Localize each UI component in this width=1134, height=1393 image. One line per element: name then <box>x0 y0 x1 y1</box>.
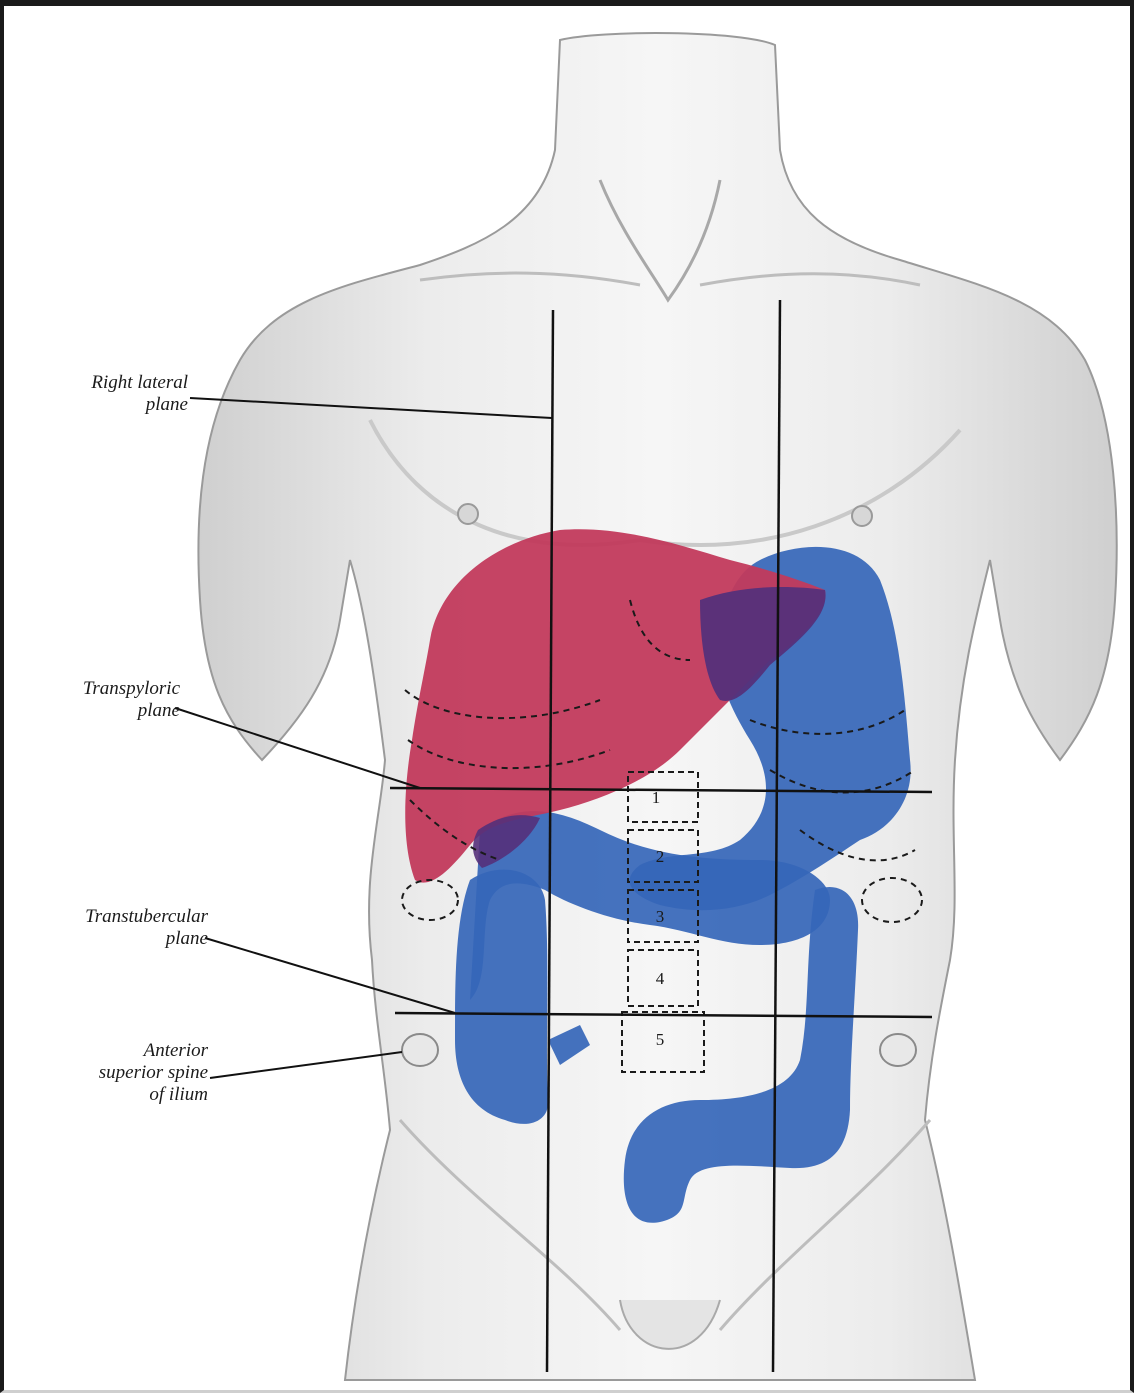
vertebra-4-label: 4 <box>656 969 665 988</box>
label-right-lateral-plane: Right lateral plane <box>30 372 188 416</box>
vertebra-5-label: 5 <box>656 1030 665 1049</box>
nipple-right <box>458 504 478 524</box>
vertebra-2-label: 2 <box>656 847 665 866</box>
label-transpyloric-line2: plane <box>20 700 180 722</box>
label-anterior-line3: of ilium <box>30 1084 208 1106</box>
iliac-spine-right <box>402 1034 438 1066</box>
vertebra-3-label: 3 <box>656 907 665 926</box>
label-right-lateral-line2: plane <box>30 394 188 416</box>
label-anterior-line1: Anterior <box>30 1040 208 1062</box>
label-transpyloric-line1: Transpyloric <box>20 678 180 700</box>
label-transtubercular-line1: Transtubercular <box>20 906 208 928</box>
iliac-spine-left <box>880 1034 916 1066</box>
label-right-lateral-line1: Right lateral <box>30 372 188 394</box>
label-transtubercular-line2: plane <box>20 928 208 950</box>
ascending-colon <box>455 870 548 1124</box>
leader-iliac-spine <box>210 1052 402 1078</box>
label-transpyloric-plane: Transpyloric plane <box>20 678 180 722</box>
label-transtubercular-plane: Transtubercular plane <box>20 906 208 950</box>
label-anterior-line2: superior spine <box>30 1062 208 1084</box>
label-anterior-superior-spine: Anterior superior spine of ilium <box>30 1040 208 1106</box>
nipple-left <box>852 506 872 526</box>
